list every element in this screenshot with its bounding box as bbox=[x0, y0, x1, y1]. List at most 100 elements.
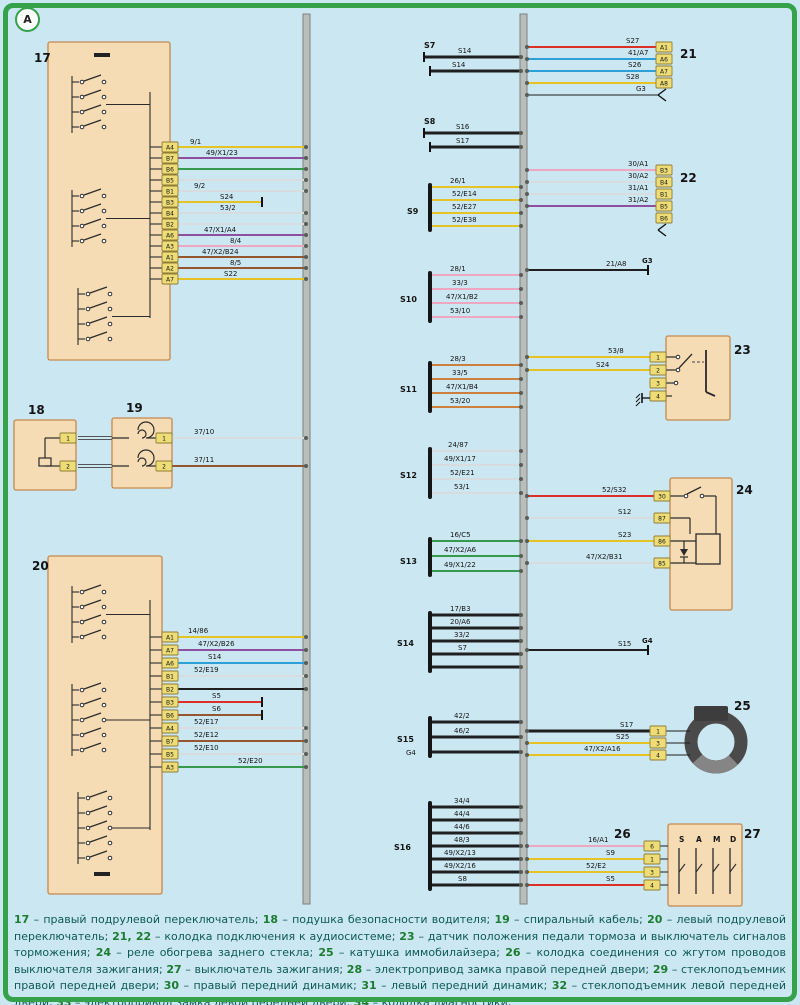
legend-entry-number: 33 bbox=[56, 995, 72, 1005]
wire-52/E19: 52/E19 bbox=[178, 666, 308, 678]
component-19 bbox=[111, 417, 173, 489]
wire-S17: S17 bbox=[525, 721, 650, 733]
pin-label: A2 bbox=[166, 265, 174, 272]
wire-label: S14 bbox=[458, 47, 472, 55]
wire-label: 52/E12 bbox=[194, 731, 219, 739]
wire-53/10: 53/10 bbox=[432, 307, 523, 319]
legend-entry: 34 – колодка диагностики; bbox=[354, 996, 512, 1005]
wire-52/E17: 52/E17 bbox=[178, 718, 308, 730]
wire-label: 52/E17 bbox=[194, 718, 219, 726]
wire-label: S7 bbox=[458, 644, 467, 652]
wire-S14: S14 bbox=[423, 47, 523, 62]
splice-S9: S9 bbox=[407, 183, 432, 232]
pin-17-A2 bbox=[161, 262, 179, 274]
component-27-box bbox=[667, 823, 743, 907]
wire-label: 52/E14 bbox=[452, 190, 477, 198]
legend-entry-number: 17 bbox=[14, 913, 30, 926]
pin-label: 30 bbox=[658, 493, 666, 500]
trunk-left bbox=[302, 13, 311, 905]
wire-label: 8/5 bbox=[230, 259, 241, 267]
wire-label: 53/8 bbox=[608, 347, 624, 355]
ignition-position-D: D bbox=[730, 835, 736, 844]
wire-label: S15 bbox=[618, 640, 631, 648]
section-marker: A bbox=[15, 7, 40, 32]
wire bbox=[78, 464, 112, 468]
wire-label: S5 bbox=[606, 875, 615, 883]
pin-label: 2 bbox=[66, 463, 70, 470]
pin-25-1 bbox=[649, 725, 667, 737]
pin-26-3 bbox=[643, 866, 661, 878]
wire-47/X1/B4: 47/X1/B4 bbox=[432, 383, 523, 395]
wire-label: G3 bbox=[636, 85, 646, 93]
pin-17-B3 bbox=[161, 196, 179, 208]
wire-S22: S22 bbox=[178, 270, 308, 281]
wire-31/A1: 31/A1 bbox=[525, 184, 656, 196]
wire-S25: S25 bbox=[525, 733, 650, 745]
spiral-icon bbox=[137, 421, 155, 439]
legend: 17 – правый подрулевой переключатель; 18… bbox=[14, 912, 786, 1005]
pin-label: B1 bbox=[166, 673, 174, 680]
wire-31/A2: 31/A2 bbox=[525, 196, 656, 208]
component-19-box bbox=[111, 417, 173, 489]
wire-label: 33/3 bbox=[452, 279, 468, 287]
pin-20-B1 bbox=[161, 670, 179, 682]
legend-entry-number: 21, 22 bbox=[112, 929, 152, 943]
component-number-25: 25 bbox=[734, 699, 751, 713]
pin-label: B1 bbox=[660, 191, 668, 198]
legend-entry-number: 25 bbox=[318, 946, 334, 959]
wire-24/87: 24/87 bbox=[432, 441, 523, 453]
wire-label: 33/5 bbox=[452, 369, 468, 377]
pin-17-A3 bbox=[161, 240, 179, 252]
wire-label: 30/A1 bbox=[628, 160, 649, 168]
pin-18-1 bbox=[59, 432, 77, 444]
wire-label: 47/X1/B2 bbox=[446, 293, 478, 301]
wire-label: G4 bbox=[406, 749, 416, 757]
wire-label: 52/E20 bbox=[238, 757, 263, 765]
splice-name: S14 bbox=[397, 639, 414, 648]
wire-47/X1/B2: 47/X1/B2 bbox=[432, 293, 523, 305]
pin-label: B5 bbox=[166, 177, 174, 184]
pin-label: 6 bbox=[650, 843, 654, 850]
wire-label: S24 bbox=[596, 361, 610, 369]
splice-S15: S15 bbox=[397, 716, 432, 758]
pin-label: 3 bbox=[650, 869, 654, 876]
pin-19-2 bbox=[155, 460, 173, 472]
ignition-position-M: M bbox=[713, 835, 720, 844]
splice-bar bbox=[428, 447, 432, 499]
wire-label: 41/A7 bbox=[628, 49, 649, 57]
wire bbox=[178, 178, 308, 182]
component-number-20: 20 bbox=[32, 559, 49, 573]
pin-17-A4 bbox=[161, 141, 179, 153]
wire-label: S17 bbox=[620, 721, 633, 729]
pin-label: B1 bbox=[166, 188, 174, 195]
wire-52/E20: 52/E20 bbox=[178, 757, 308, 769]
wire-label: 44/6 bbox=[454, 823, 470, 831]
wire-label: S6 bbox=[212, 705, 221, 713]
splice-S13: S13 bbox=[400, 537, 432, 577]
pin-label: B4 bbox=[660, 179, 668, 186]
legend-entry: 21, 22 – колодка подключения к аудиосист… bbox=[112, 929, 400, 943]
splice-bar bbox=[428, 271, 432, 323]
wire-47/X2/A6: 47/X2/A6 bbox=[432, 546, 523, 558]
wire-30/A2: 30/A2 bbox=[525, 172, 656, 184]
wire-47/X2/B31: 47/X2/B31 bbox=[525, 553, 654, 565]
legend-entry-number: 30 bbox=[163, 979, 180, 992]
wire-52/E27: 52/E27 bbox=[432, 203, 523, 215]
wire-label: 42/2 bbox=[454, 712, 470, 720]
pin-21-A6 bbox=[655, 53, 673, 65]
splice-S8: S8 bbox=[424, 117, 436, 126]
pins-18: 12 bbox=[59, 432, 77, 472]
wire-S9: S9 bbox=[525, 849, 644, 861]
wire-49/X2/16: 49/X2/16 bbox=[432, 862, 523, 874]
wire-52/E14: 52/E14 bbox=[432, 190, 523, 202]
wire-label: S23 bbox=[618, 531, 631, 539]
legend-entry: 33 – электропривод замка левой передней … bbox=[56, 996, 354, 1005]
pin-label: B6 bbox=[166, 712, 174, 719]
legend-entry: 26 – колодка соединения со жгутом провод… bbox=[14, 946, 786, 976]
splice-bar bbox=[428, 716, 432, 758]
splice-S11: S11 bbox=[400, 361, 432, 413]
pin-label: 1 bbox=[66, 435, 70, 442]
